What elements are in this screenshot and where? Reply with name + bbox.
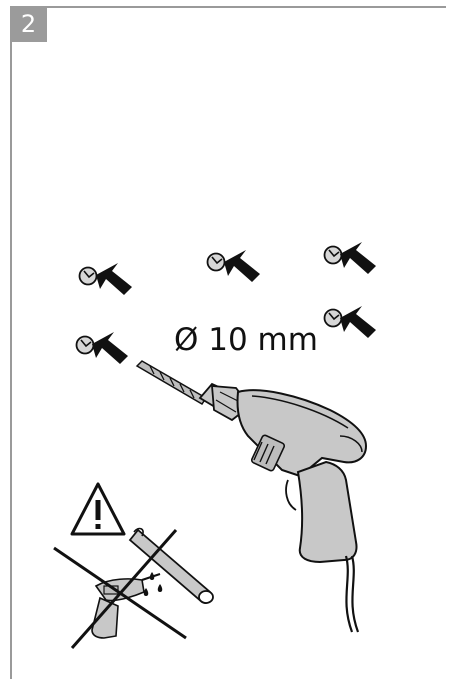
no-drilling-near-pipes-icon bbox=[53, 527, 214, 649]
drill-bit bbox=[135, 360, 208, 406]
power-drill bbox=[198, 382, 368, 633]
hole-marker-3 bbox=[323, 242, 376, 274]
hole-marker-2 bbox=[206, 250, 260, 282]
step-number-badge: 2 bbox=[10, 6, 47, 42]
drill-diameter-label: Ø 10 mm bbox=[174, 322, 318, 358]
warning-triangle-icon bbox=[70, 482, 126, 536]
frame-left-border bbox=[10, 6, 12, 679]
frame-top-border bbox=[10, 6, 446, 8]
hole-marker-5 bbox=[75, 332, 128, 364]
hole-marker-1 bbox=[78, 263, 132, 295]
hole-marker-4 bbox=[323, 306, 376, 338]
